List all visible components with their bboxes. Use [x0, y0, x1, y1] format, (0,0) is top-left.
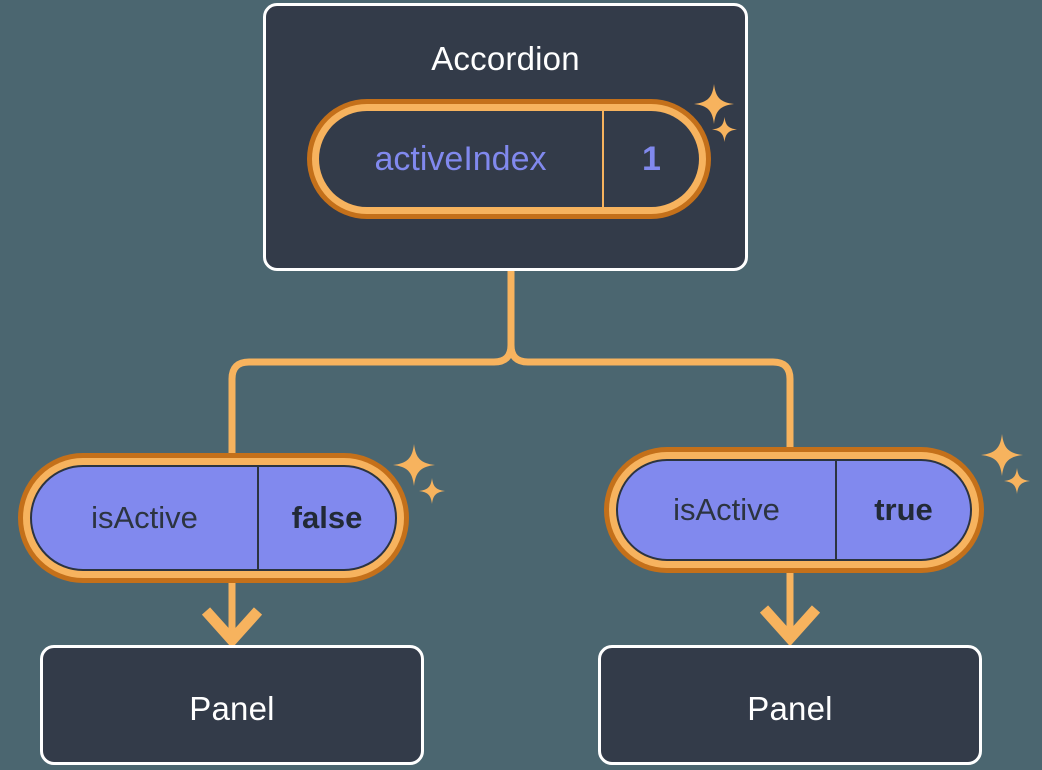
pill-body: isActive false: [30, 465, 397, 571]
prop-key-is-active-left: isActive: [32, 467, 259, 569]
accordion-title: Accordion: [431, 40, 580, 77]
prop-value-is-active-right: true: [874, 492, 933, 527]
sparkle-icon: [393, 444, 435, 486]
prop-pill-is-active-false[interactable]: isActive false: [18, 453, 409, 583]
panel-component-box-right[interactable]: Panel: [598, 645, 982, 765]
prop-value-active-index: 1: [642, 139, 661, 178]
pill-body: isActive true: [616, 459, 972, 561]
prop-value-is-active-left: false: [291, 500, 363, 535]
prop-key-is-active-right: isActive: [618, 461, 837, 559]
panel-title-right: Panel: [747, 690, 833, 727]
prop-pill-is-active-true[interactable]: isActive true: [604, 447, 984, 573]
sparkle-icon: [981, 434, 1023, 476]
pill-ring: activeIndex 1: [312, 104, 706, 214]
panel-component-box-left[interactable]: Panel: [40, 645, 424, 765]
panel-title-left: Panel: [189, 690, 275, 727]
sparkle-icon: [1004, 468, 1030, 494]
prop-key-active-index: activeIndex: [319, 111, 604, 207]
pill-ring: isActive true: [609, 452, 979, 568]
pill-body: activeIndex 1: [319, 111, 699, 207]
prop-pill-active-index[interactable]: activeIndex 1: [307, 99, 711, 219]
sparkle-icon: [419, 478, 445, 504]
pill-ring: isActive false: [23, 458, 404, 578]
